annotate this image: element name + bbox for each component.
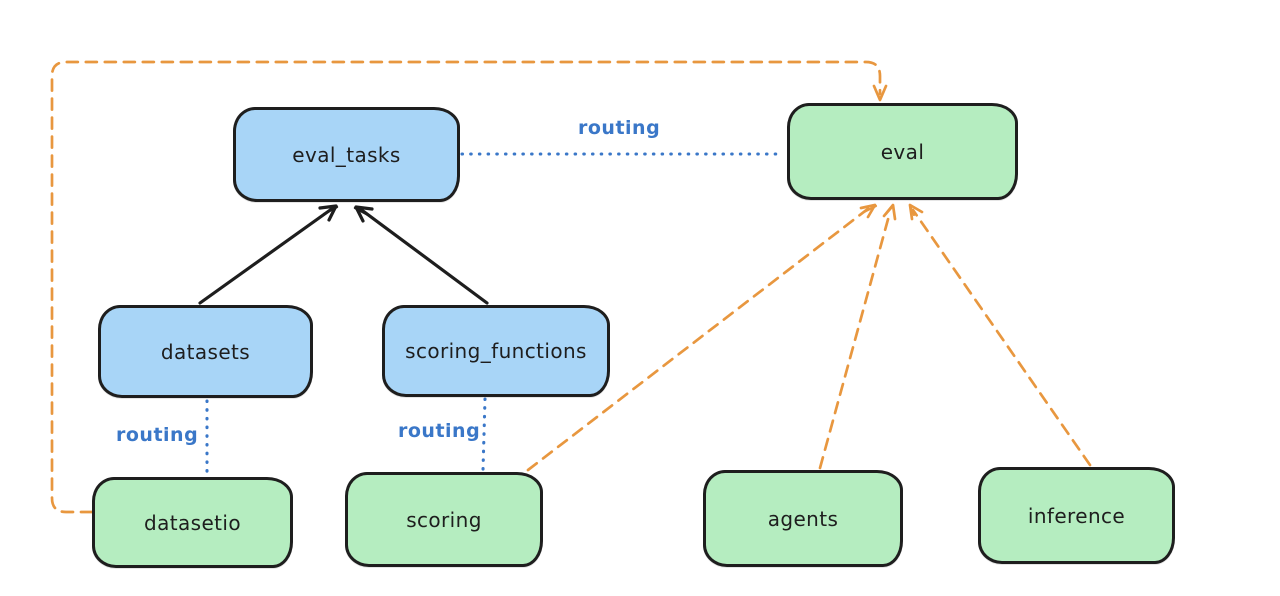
node-scoring: scoring bbox=[345, 472, 543, 567]
node-label: inference bbox=[1027, 503, 1126, 528]
node-scoring-functions: scoring_functions bbox=[382, 305, 610, 397]
node-label: scoring bbox=[406, 507, 482, 532]
edge-label-routing: routing bbox=[116, 424, 199, 446]
edge-datasets-to-eval-tasks-arrow bbox=[198, 204, 339, 305]
node-label: eval bbox=[880, 139, 925, 164]
node-inference: inference bbox=[978, 467, 1175, 564]
edge-scoring-to-eval-provider-arrow bbox=[526, 203, 878, 472]
node-label: datasetio bbox=[143, 510, 241, 535]
node-eval: eval bbox=[787, 103, 1018, 200]
edge-inference-to-eval-provider-arrow bbox=[908, 203, 1092, 467]
node-eval-tasks: eval_tasks bbox=[233, 107, 460, 202]
edge-agents-to-eval-provider-arrow bbox=[818, 203, 897, 470]
node-datasetio: datasetio bbox=[92, 477, 293, 568]
node-label: datasets bbox=[160, 339, 251, 364]
node-datasets: datasets bbox=[98, 305, 313, 398]
node-label: scoring_functions bbox=[405, 339, 587, 363]
edge-scoring-functions-to-eval-tasks-arrow bbox=[353, 205, 489, 305]
node-label: eval_tasks bbox=[292, 142, 401, 167]
edge-datasetio-to-eval-provider-arrow bbox=[50, 60, 888, 514]
edge-label-routing: routing bbox=[398, 420, 481, 442]
node-agents: agents bbox=[703, 470, 903, 567]
edge-label-routing: routing bbox=[578, 117, 661, 139]
edge-scoring-functions-to-scoring-routing-line bbox=[481, 397, 487, 472]
node-label: agents bbox=[767, 506, 839, 531]
